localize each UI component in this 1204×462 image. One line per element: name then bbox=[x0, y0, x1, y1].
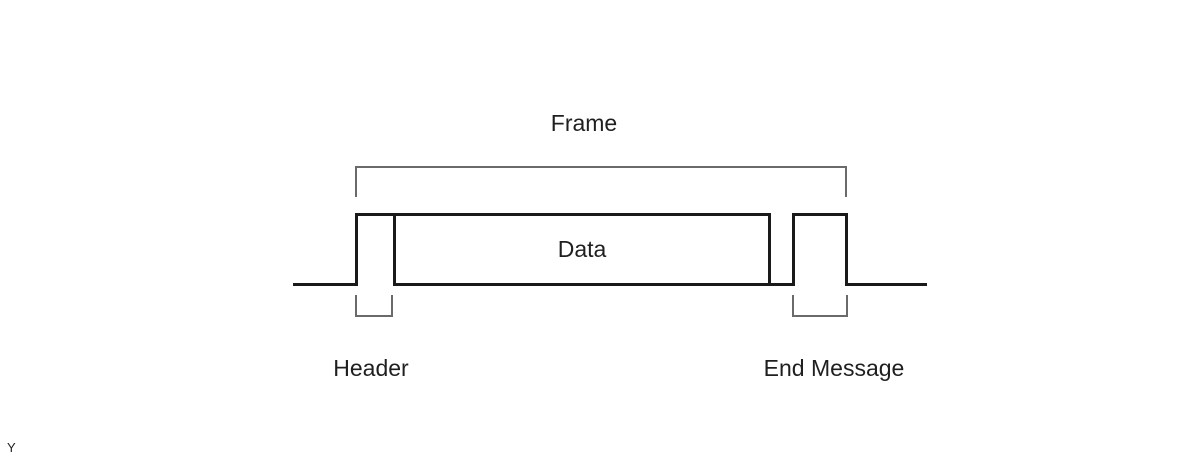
header-label: Header bbox=[333, 355, 409, 381]
end-message-pulse bbox=[792, 213, 848, 286]
signal-baseline-left bbox=[293, 283, 355, 286]
frame-label: Frame bbox=[550, 110, 618, 136]
frame-span-bracket bbox=[355, 166, 847, 197]
end-message-span-bracket bbox=[792, 295, 848, 317]
signal-baseline-right bbox=[845, 283, 927, 286]
header-pulse bbox=[355, 213, 393, 286]
corner-marker: Y bbox=[7, 440, 16, 455]
signal-baseline-mid bbox=[771, 283, 792, 286]
data-box: Data bbox=[393, 213, 771, 286]
header-span-bracket bbox=[355, 295, 393, 317]
end-message-label: End Message bbox=[763, 355, 905, 381]
data-label: Data bbox=[557, 236, 607, 262]
